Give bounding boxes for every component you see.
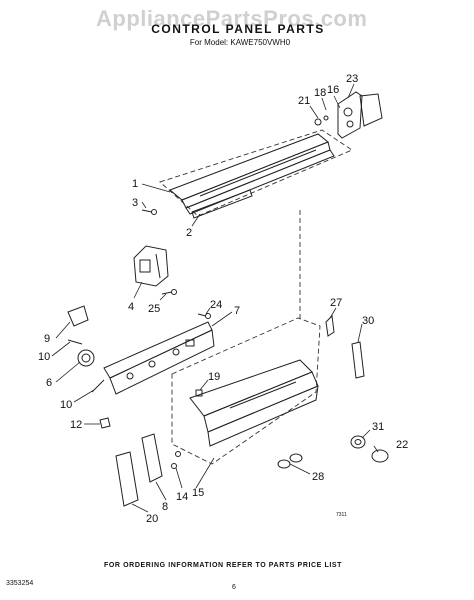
callout-31: 31 <box>372 421 384 433</box>
callout-19: 19 <box>208 371 220 383</box>
panel-boundary <box>171 317 321 465</box>
figure-code: 7311 <box>336 512 347 518</box>
callout-12: 12 <box>70 419 82 431</box>
part-15-control-panel <box>189 359 319 447</box>
callout-22: 22 <box>396 439 408 451</box>
callout-7: 7 <box>234 305 240 317</box>
model-line: For Model: KAWE750VWH0 <box>189 38 291 47</box>
console-boundary <box>159 129 353 217</box>
callout-9: 9 <box>44 333 50 345</box>
part-22-knob <box>371 449 389 463</box>
ordering-info: FOR ORDERING INFORMATION REFER TO PARTS … <box>104 562 343 569</box>
part-2-trim-strip <box>191 189 253 219</box>
callout-20: 20 <box>146 513 158 525</box>
part-25-screw <box>161 289 177 295</box>
callout-14: 14 <box>176 491 188 503</box>
part-24-screw <box>197 313 211 319</box>
callout-23: 23 <box>346 73 358 85</box>
part-27-spring-clip <box>325 314 335 337</box>
watermark: AppliancePartsPros.com <box>96 6 368 31</box>
leader-lines <box>51 83 379 513</box>
callout-28: 28 <box>312 471 324 483</box>
callout-8: 8 <box>162 501 168 513</box>
callout-27: 27 <box>330 297 342 309</box>
part-31-washer <box>350 435 366 449</box>
part-20-end-cap <box>115 451 139 507</box>
callout-21: 21 <box>298 95 310 107</box>
callout-3: 3 <box>132 197 138 209</box>
part-14-screws <box>171 451 181 469</box>
callout-10-upper: 10 <box>38 351 50 363</box>
callout-2: 2 <box>186 227 192 239</box>
part-7-mounting-bracket <box>103 321 215 395</box>
part-21-fastener <box>314 115 329 126</box>
callout-15: 15 <box>192 487 204 499</box>
part-9-selector-switch <box>67 305 89 327</box>
callout-16: 16 <box>327 84 339 96</box>
part-3-screw <box>141 209 157 215</box>
callout-1: 1 <box>132 178 138 190</box>
callout-30: 30 <box>362 315 374 327</box>
callout-24: 24 <box>210 299 222 311</box>
part-28-knobs <box>277 453 303 469</box>
page-title: CONTROL PANEL PARTS <box>151 22 325 36</box>
part-8-end-bracket <box>141 433 163 483</box>
part-12-clip <box>99 417 111 429</box>
part-19-clip <box>195 389 203 397</box>
part-6-rotary-switch <box>77 349 95 367</box>
callout-18: 18 <box>314 87 326 99</box>
part-23-end-bracket <box>337 91 383 139</box>
callout-4: 4 <box>128 301 134 313</box>
page-number: 6 <box>232 584 236 591</box>
callout-25: 25 <box>148 303 160 315</box>
doc-number: 3353254 <box>6 580 34 587</box>
part-30-rod <box>351 341 365 379</box>
part-10-screw-upper <box>67 339 83 345</box>
callout-6: 6 <box>46 377 52 389</box>
part-1-console-panel <box>169 133 335 215</box>
callout-10-lower: 10 <box>60 399 72 411</box>
part-4-switch <box>133 245 169 287</box>
